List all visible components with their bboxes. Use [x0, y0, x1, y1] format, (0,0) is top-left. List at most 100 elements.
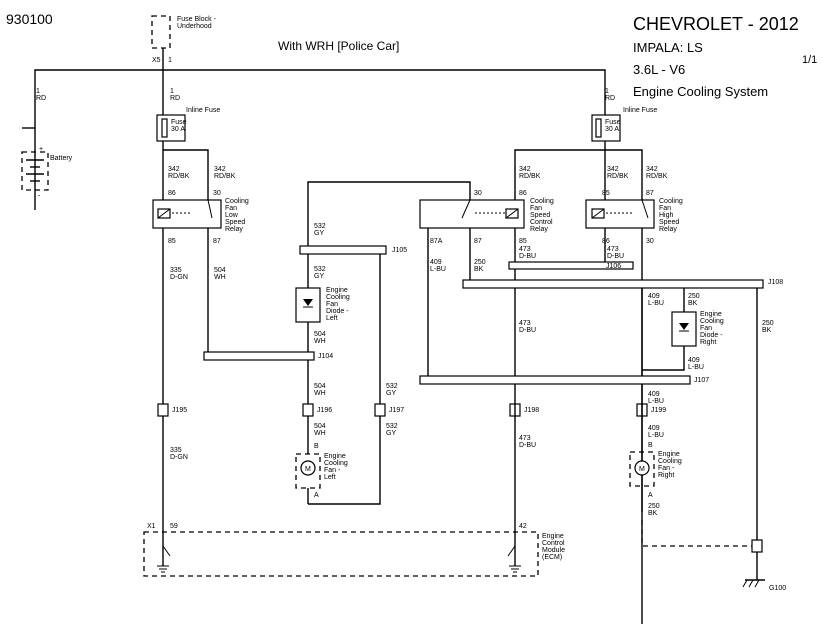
- battery-outline: [21, 151, 49, 191]
- high-p86: 86: [602, 238, 610, 245]
- w504-a-col: WH: [214, 274, 226, 281]
- w335-a-col: D-GN: [170, 274, 188, 281]
- w342-r2-num: 342: [607, 166, 619, 173]
- wire-1-num-a: 1: [36, 88, 40, 95]
- connector-j197: [374, 403, 386, 417]
- diode-right-l2: Cooling: [700, 318, 724, 325]
- wire-342-left-bus: [162, 141, 209, 200]
- w532-c-num: 532: [386, 383, 398, 390]
- fuse-left-rating: 30 A: [171, 126, 185, 133]
- diode-left-l1: Engine: [326, 287, 348, 294]
- w473-b-col: D-BU: [519, 327, 536, 334]
- diode-left-l5: Left: [326, 315, 338, 322]
- ctrl-relay-l1: Cooling: [530, 198, 554, 205]
- fuse-right-label: Fuse: [605, 119, 621, 126]
- w473-d-col: D-BU: [607, 253, 624, 260]
- fuse-block-label-2: Underhood: [177, 23, 212, 30]
- w532-a-num: 532: [314, 223, 326, 230]
- w409-d-col: L-BU: [648, 398, 664, 405]
- high-relay-l4: Speed: [659, 219, 679, 226]
- fuse-element-left: [161, 118, 168, 138]
- w342-r1-num: 342: [519, 166, 531, 173]
- fuse-element-right: [595, 118, 602, 138]
- ctrl-p85: 85: [519, 238, 527, 245]
- label-j199: J199: [651, 407, 666, 414]
- w335-b-col: D-GN: [170, 454, 188, 461]
- w532-a-col: GY: [314, 230, 324, 237]
- high-p87: 87: [646, 190, 654, 197]
- w342-l2-num: 342: [214, 166, 226, 173]
- low-p30: 30: [213, 190, 221, 197]
- ctrl-relay-l3: Speed: [530, 212, 550, 219]
- label-j198: J198: [524, 407, 539, 414]
- wire-feed-bus: [34, 69, 606, 210]
- ctrl-relay-l5: Relay: [530, 226, 548, 233]
- high-p85: 85: [602, 190, 610, 197]
- low-relay-l2: Fan: [225, 205, 237, 212]
- w532-c-col: GY: [386, 390, 396, 397]
- ground-hatch-2: [748, 579, 754, 588]
- label-j196: J196: [317, 407, 332, 414]
- w409-b-col: L-BU: [648, 300, 664, 307]
- w409-d-num: 409: [648, 391, 660, 398]
- w532-b-col: GY: [314, 273, 324, 280]
- high-relay-contact: [641, 199, 649, 219]
- w342-r3-num: 342: [646, 166, 658, 173]
- system-name: Engine Cooling System: [633, 84, 768, 99]
- wire-1-color-c: RD: [605, 95, 615, 102]
- fan-right-pin-a: A: [648, 492, 653, 499]
- fan-right-outline: [629, 451, 655, 487]
- diode-right-l4: Diode -: [700, 332, 723, 339]
- ctrl-p30: 30: [474, 190, 482, 197]
- ecm-outline: [143, 531, 539, 577]
- w504-b-num: 504: [314, 331, 326, 338]
- fan-right-l2: Cooling: [658, 458, 682, 465]
- wire-1-color-a: RD: [36, 95, 46, 102]
- w473-d-num: 473: [607, 246, 619, 253]
- fan-left-outline: [295, 453, 321, 489]
- inline-fuse-left-label: Inline Fuse: [186, 107, 220, 114]
- w409-a-col: L-BU: [430, 266, 446, 273]
- page-number: 1/1: [802, 54, 817, 66]
- fan-right-l1: Engine: [658, 451, 680, 458]
- ctrl-relay-l4: Control: [530, 219, 553, 226]
- w504-c-num: 504: [314, 383, 326, 390]
- diode-right-l1: Engine: [700, 311, 722, 318]
- ecm-l1: Engine: [542, 533, 564, 540]
- variant-title: With WRH [Police Car]: [278, 39, 399, 53]
- high-relay-l3: High: [659, 212, 674, 219]
- fuse-left-label: Fuse: [171, 119, 187, 126]
- w409-a-num: 409: [430, 259, 442, 266]
- w342-l1-num: 342: [168, 166, 180, 173]
- wire-1-color-b: RD: [170, 95, 180, 102]
- w335-b-num: 335: [170, 447, 182, 454]
- low-relay-l5: Relay: [225, 226, 243, 233]
- ground-hatch-1: [742, 579, 748, 588]
- label-j105: J105: [392, 247, 407, 254]
- wire-342-right-bus: [514, 141, 606, 200]
- wire-1-num-b: 1: [170, 88, 174, 95]
- connector-j108: [462, 279, 764, 289]
- low-p85: 85: [168, 238, 176, 245]
- battery-label: Battery: [50, 155, 73, 162]
- w409-c-num: 409: [688, 357, 700, 364]
- w473-c-col: D-BU: [519, 442, 536, 449]
- ecm-l4: (ECM): [542, 554, 562, 561]
- high-relay-l1: Cooling: [659, 198, 683, 205]
- w342-r1-col: RD/BK: [519, 173, 541, 180]
- w532-d-num: 532: [386, 423, 398, 430]
- low-relay-contact: [207, 199, 213, 219]
- label-j195: J195: [172, 407, 187, 414]
- high-relay-l2: Fan: [659, 205, 671, 212]
- low-p86: 86: [168, 190, 176, 197]
- doc-number: 930100: [6, 11, 53, 27]
- wire-409-diode-out: [642, 346, 685, 371]
- w473-a-num: 473: [519, 246, 531, 253]
- engine: 3.6L - V6: [633, 62, 685, 77]
- fan-left-pin-b: B: [314, 443, 319, 450]
- ground-hatch-3: [754, 579, 760, 588]
- high-relay-coil-diag: [591, 208, 605, 219]
- w250-a-col: BK: [474, 266, 484, 273]
